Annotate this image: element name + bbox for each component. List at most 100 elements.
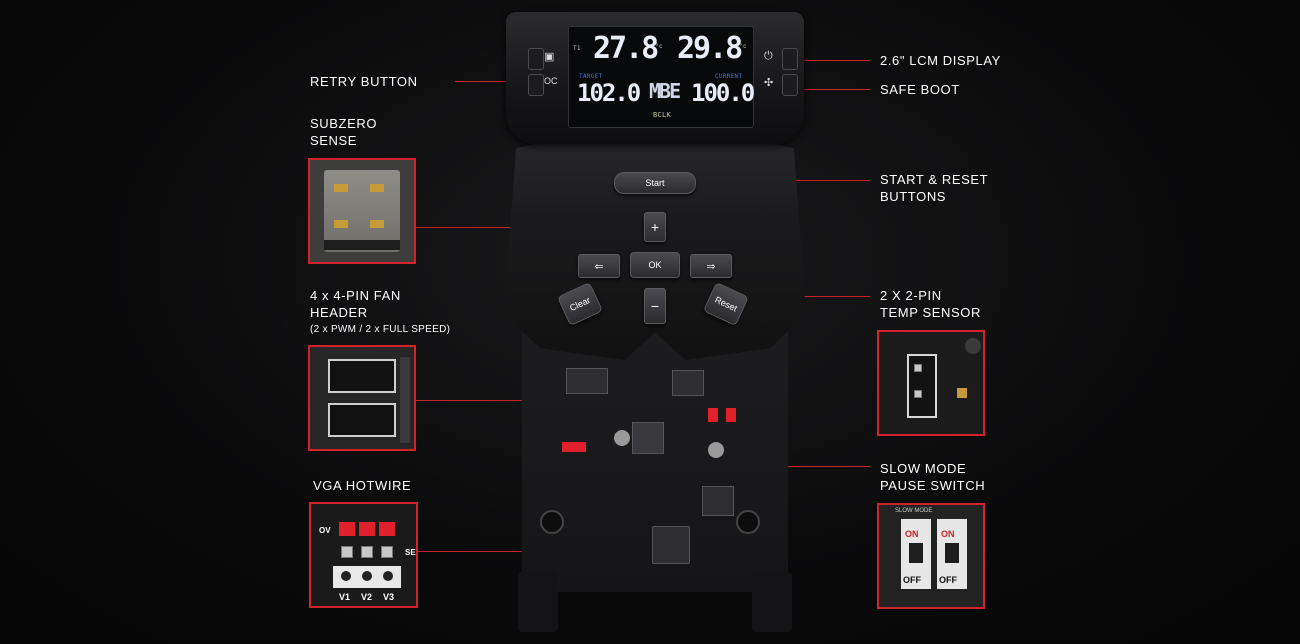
lcm-display-screen: T1 27.8 °c 29.8 °c TARGET CURRENT 102.0 … — [568, 26, 755, 128]
pcb-controller-chip — [632, 422, 664, 454]
pcb-red-header — [562, 442, 586, 452]
minus-button[interactable]: − — [644, 288, 666, 324]
sensor-contact — [334, 184, 348, 192]
ok-button[interactable]: OK — [630, 252, 680, 278]
sensor-pin-row — [324, 240, 400, 250]
switch2-on-text: ON — [941, 529, 955, 539]
pcb-red-switch — [708, 408, 718, 422]
control-panel — [504, 130, 806, 360]
subzero-sense-leader — [416, 227, 512, 228]
capacitor — [614, 430, 630, 446]
sata-connector — [652, 526, 690, 564]
hotwire-pin — [381, 546, 393, 558]
temp-sensor-leader — [750, 296, 870, 297]
pcb-red-switch — [726, 408, 736, 422]
pcb-chip — [566, 368, 608, 394]
retry-button[interactable] — [528, 74, 544, 96]
right-button[interactable]: ⇒ — [690, 254, 732, 278]
fan-header-connector — [328, 403, 396, 437]
lcm-display-label: 2.6" LCM DISPLAY — [880, 53, 1001, 68]
fan-icon: ✣ — [764, 77, 774, 89]
left-arrow-icon: ⇐ — [594, 260, 604, 273]
ok-button-label: OK — [648, 260, 662, 270]
fan-header-connector — [328, 359, 396, 393]
t1-label: T1 — [573, 45, 581, 52]
target-label: TARGET — [579, 73, 603, 80]
retry-button-leader — [455, 81, 525, 82]
device-leg-right — [752, 572, 792, 632]
sensor-socket — [324, 170, 400, 252]
hotwire-red-pin — [339, 522, 355, 536]
minus-button-label: − — [650, 298, 660, 314]
temp-sensor-pin — [914, 364, 922, 372]
switch1-off-text: OFF — [903, 575, 921, 585]
mount-screw — [540, 510, 564, 534]
sensor-contact — [370, 184, 384, 192]
display-toggle-button[interactable] — [528, 48, 544, 70]
sensor-contact — [334, 220, 348, 228]
vga-hotwire-label: VGA HOTWIRE — [313, 478, 412, 493]
t2-temperature: 29.8 — [677, 31, 743, 66]
slow-mode-strip-text: SLOW MODE — [895, 508, 933, 514]
bclk-label: BCLK — [653, 111, 672, 119]
hotwire-v3-text: V3 — [383, 592, 395, 602]
subzero-sense-label: SUBZERO SENSE — [310, 116, 378, 148]
dip-switch-1-toggle — [909, 543, 923, 563]
right-arrow-icon: ⇒ — [706, 260, 716, 273]
start-button-label: Start — [645, 178, 665, 188]
slow-mode-label: SLOW MODE PAUSE SWITCH — [880, 461, 986, 493]
hotwire-pin — [341, 546, 353, 558]
safe-boot-label: SAFE BOOT — [880, 82, 960, 97]
lcd-housing: ▣ OC ⏻ ✣ T1 27.8 °c 29.8 °c TARGET CURRE… — [506, 12, 804, 144]
hotwire-se-text: SE — [405, 548, 416, 557]
power-button[interactable] — [782, 48, 798, 70]
sensor-contact — [370, 220, 384, 228]
pcb-chip — [672, 370, 704, 396]
pcb-board — [522, 330, 788, 592]
target-value: 102.0 — [577, 79, 641, 107]
t2-unit: °c — [739, 43, 747, 50]
terminal-screw — [341, 571, 351, 581]
lcm-display-leader — [742, 60, 870, 61]
start-button[interactable]: Start — [614, 172, 696, 194]
display-icon: ▣ — [544, 51, 555, 63]
capacitor — [708, 442, 724, 458]
fan-header-label: 4 x 4-PIN FAN HEADER (2 x PWM / 2 x FULL… — [310, 288, 451, 335]
switch1-on-text: ON — [905, 529, 919, 539]
hotwire-red-pin — [379, 522, 395, 536]
plus-button[interactable]: + — [644, 212, 666, 242]
current-value: 100.0 — [691, 79, 755, 107]
oc-dashboard-device: Start + ⇐ OK ⇒ − Clear Reset ▣ OC — [500, 12, 810, 632]
hotwire-v2-text: V2 — [361, 592, 373, 602]
start-reset-label: START & RESET BUTTONS — [880, 172, 989, 204]
oc-retry-icon: OC — [544, 76, 558, 86]
device-leg-left — [518, 572, 558, 632]
clear-button-label: Clear — [568, 294, 592, 314]
solder-pad — [957, 388, 967, 398]
terminal-screw — [362, 571, 372, 581]
hotwire-red-pin — [359, 522, 375, 536]
reset-button-label: Reset — [713, 294, 739, 314]
plus-button-label: + — [650, 219, 660, 235]
switch2-off-text: OFF — [939, 575, 957, 585]
hotwire-ov-text: OV — [319, 526, 331, 535]
power-icon: ⏻ — [764, 50, 773, 62]
dip-switch-2-toggle — [945, 543, 959, 563]
temp-sensor-photo — [877, 330, 985, 436]
retry-button-label: RETRY BUTTON — [310, 74, 418, 89]
vga-hotwire-photo: OV SE V1 V2 V3 — [309, 502, 418, 608]
safe-boot-button[interactable] — [782, 74, 798, 96]
left-button[interactable]: ⇐ — [578, 254, 620, 278]
terminal-screw — [383, 571, 393, 581]
subzero-sense-photo — [308, 158, 416, 264]
slow-mode-photo: SLOW MODE ON OFF ON OFF — [877, 503, 985, 609]
pcb-trace — [400, 357, 410, 443]
t1-temperature: 27.8 — [593, 31, 659, 66]
fan-header-photo — [308, 345, 416, 451]
mode-value: MBE — [649, 79, 681, 103]
vga-hotwire-leader — [418, 551, 570, 552]
temp-sensor-connector — [907, 354, 937, 418]
hotwire-v1-text: V1 — [339, 592, 351, 602]
hotwire-pin — [361, 546, 373, 558]
